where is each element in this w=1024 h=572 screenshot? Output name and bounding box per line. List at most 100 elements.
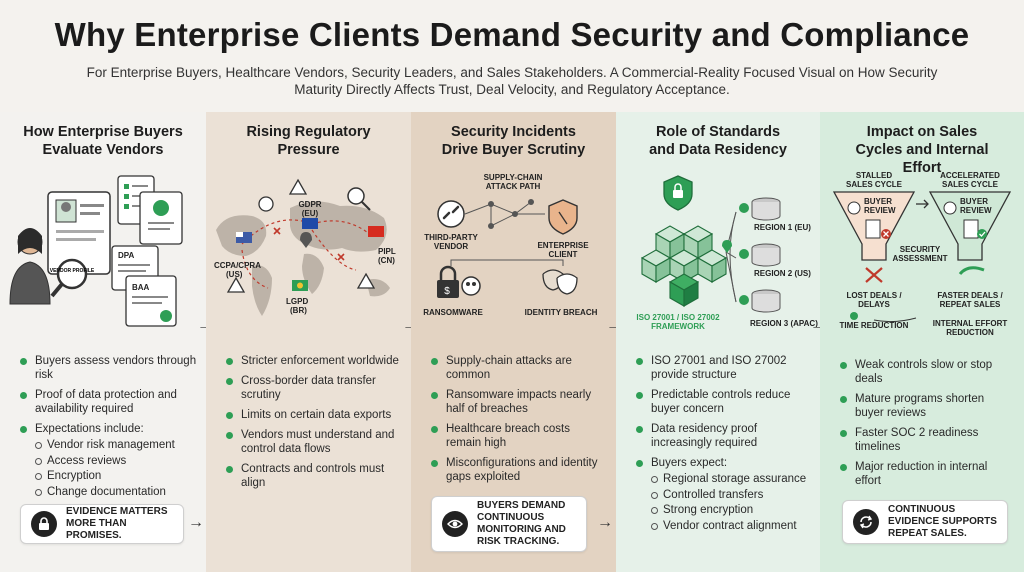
sub-bullet: Vendor contract alignment [651, 519, 812, 535]
buyer-review-label: BUYER [864, 197, 892, 206]
column-bullets: Buyers assess vendors through risk Proof… [20, 354, 198, 506]
effort-reduction-label: INTERNAL EFFORT [933, 319, 1008, 328]
iso-framework-illustration: REGION 1 (EU) REGION 2 (US) REGION 3 (AP… [616, 172, 820, 342]
sub-bullet: Strong encryption [651, 503, 812, 519]
bullet: Buyers assess vendors through risk [20, 354, 198, 382]
eye-icon [442, 511, 468, 537]
stalled-label-2: SALES CYCLE [846, 180, 903, 189]
enterprise-label-2: CLIENT [549, 250, 578, 259]
buyer-review-label-fast-2: REVIEW [960, 206, 992, 215]
bullet: Mature programs shorten buyer reviews [840, 392, 1016, 420]
column-bullets: ISO 27001 and ISO 27002 provide structur… [636, 354, 812, 540]
accelerated-label-2: SALES CYCLE [942, 180, 999, 189]
column-title: Impact on Sales Cycles and Internal Effo… [855, 124, 989, 176]
column-sales-impact: Impact on Sales Cycles and Internal Effo… [820, 112, 1024, 572]
bullet: Weak controls slow or stop deals [840, 358, 1016, 386]
stalled-label: STALLED [856, 171, 893, 180]
world-map-illustration: GDPR (EU) CCPA/CPRA (US) PIPL (CN) LGPD … [206, 170, 411, 345]
lost-deals-label: LOST DEALS / [846, 291, 902, 300]
attack-path-label-2: ATTACK PATH [486, 182, 541, 191]
baa-label: BAA [132, 283, 150, 292]
buyer-review-label-fast: BUYER [960, 197, 988, 206]
ccpa-label: CCPA/CPRA [214, 261, 261, 270]
faster-deals-label-2: REPEAT SALES [940, 300, 1001, 309]
ransomware-label: RANSOMWARE [423, 308, 483, 317]
bullet: Cross-border data transfer scrutiny [226, 374, 403, 402]
lost-deals-label-2: DELAYS [858, 300, 890, 309]
bullet: Misconfigurations and identity gaps expl… [431, 456, 608, 484]
attack-path-illustration: SUPPLY-CHAIN ATTACK PATH THIRD-PARTY VEN… [411, 170, 616, 340]
security-assessment-label: SECURITY [900, 245, 941, 254]
monitoring-callout: BUYERS DEMAND CONTINUOUS MONITORING AND … [431, 496, 587, 552]
gdpr-label: GDPR [298, 200, 321, 209]
sub-bullet: Encryption [35, 469, 198, 485]
page-title: Why Enterprise Clients Demand Security a… [54, 16, 970, 53]
arrow-right-icon: → [188, 514, 204, 531]
bullet: ISO 27001 and ISO 27002 provide structur… [636, 354, 812, 382]
lgpd-region-label: (BR) [290, 306, 307, 315]
sub-bullet: Regional storage assurance [651, 472, 812, 488]
sub-bullet: Change documentation [35, 485, 198, 501]
bullet: Contracts and controls must align [226, 462, 403, 490]
bullet: Ransomware impacts nearly half of breach… [431, 388, 608, 416]
vendor-profile-label: VENDOR PROFILE [50, 268, 95, 274]
buyer-review-label-2: REVIEW [864, 206, 896, 215]
sub-bullet: Controlled transfers [651, 488, 812, 504]
column-buyer-evaluation: How Enterprise Buyers Evaluate Vendors D… [0, 112, 213, 572]
evidence-callout: EVIDENCE MATTERS MORE THAN PROMISES. [20, 504, 184, 544]
bullet: Predictable controls reduce buyer concer… [636, 388, 812, 416]
identity-breach-label: IDENTITY BREACH [525, 308, 598, 317]
faster-deals-label: FASTER DEALS / [937, 291, 1003, 300]
attack-path-label: SUPPLY-CHAIN [484, 173, 543, 182]
security-assessment-label-2: ASSESSMENT [892, 254, 947, 263]
lgpd-label: LGPD [286, 297, 308, 306]
framework-label: ISO 27001 / ISO 27002 [636, 313, 720, 322]
enterprise-label: ENTERPRISE [537, 241, 589, 250]
third-party-label: THIRD-PARTY [424, 233, 478, 242]
sales-funnel-illustration: STALLED SALES CYCLE ACCELERATED SALES CY… [820, 168, 1024, 348]
column-title: Role of Standards and Data Residency [649, 124, 787, 158]
bullet: Faster SOC 2 readiness timelines [840, 426, 1016, 454]
column-title: Security Incidents Drive Buyer Scrutiny [441, 124, 586, 158]
bullet: Expectations include: Vendor risk manage… [20, 422, 198, 500]
region3-label: REGION 3 (APAC) [750, 319, 818, 328]
page-subtitle: For Enterprise Buyers, Healthcare Vendor… [86, 65, 938, 97]
pipl-region-label: (CN) [378, 256, 395, 265]
bullet: Data residency proof increasingly requir… [636, 422, 812, 450]
column-title: Rising Regulatory Pressure [246, 124, 371, 158]
column-bullets: Supply-chain attacks are common Ransomwa… [431, 354, 608, 490]
arrow-right-icon: → [597, 514, 613, 531]
effort-reduction-label-2: REDUCTION [946, 328, 994, 337]
column-title: How Enterprise Buyers Evaluate Vendors [23, 124, 183, 158]
bullet: Major reduction in internal effort [840, 460, 1016, 488]
pipl-label: PIPL [378, 247, 396, 256]
repeat-sales-callout: CONTINUOUS EVIDENCE SUPPORTS REPEAT SALE… [842, 500, 1008, 544]
region1-label: REGION 1 (EU) [754, 223, 811, 232]
framework-label-2: FRAMEWORK [651, 322, 705, 331]
time-reduction-label: TIME REDUCTION [840, 321, 909, 330]
third-party-label-2: VENDOR [434, 242, 468, 251]
svg-text:$: $ [444, 286, 450, 297]
sub-bullet: Access reviews [35, 454, 198, 470]
column-security-incidents: Security Incidents Drive Buyer Scrutiny … [411, 112, 622, 572]
bullet: Supply-chain attacks are common [431, 354, 608, 382]
vendor-evaluation-illustration: DPA BAA VENDOR PROFILE [0, 174, 206, 344]
sub-bullet: Vendor risk management [35, 438, 198, 454]
accelerated-label: ACCELERATED [940, 171, 1000, 180]
bullet: Proof of data protection and availabilit… [20, 388, 198, 416]
bullet: Stricter enforcement worldwide [226, 354, 403, 368]
gdpr-region-label: (EU) [302, 209, 319, 218]
refresh-cycle-icon [853, 509, 879, 535]
bullet: Healthcare breach costs remain high [431, 422, 608, 450]
column-regulatory-pressure: Rising Regulatory Pressure GDPR ( [206, 112, 418, 572]
bullet: Limits on certain data exports [226, 408, 403, 422]
ccpa-region-label: (US) [226, 270, 243, 279]
column-bullets: Weak controls slow or stop deals Mature … [840, 358, 1016, 494]
region2-label: REGION 2 (US) [754, 269, 811, 278]
column-standards-residency: Role of Standards and Data Residency [616, 112, 826, 572]
column-bullets: Stricter enforcement worldwide Cross-bor… [226, 354, 403, 496]
bullet: Vendors must understand and control data… [226, 428, 403, 456]
bullet: Buyers expect: Regional storage assuranc… [636, 456, 812, 534]
lock-icon [31, 511, 57, 537]
dpa-label: DPA [118, 251, 135, 260]
